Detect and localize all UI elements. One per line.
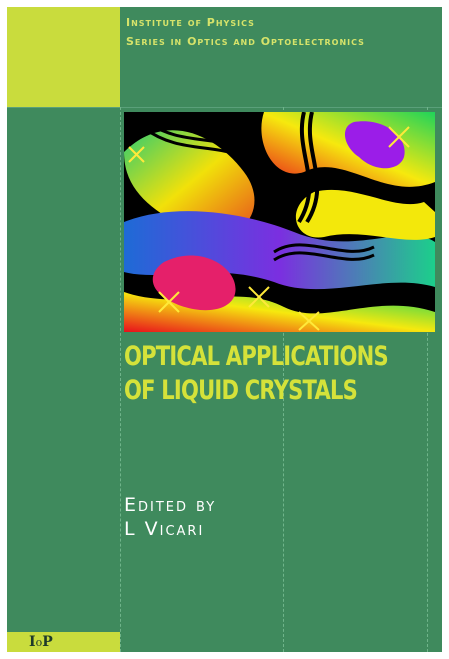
book-cover: Institute of Physics Series in Optics an… xyxy=(7,7,442,652)
edited-by-label: Edited by xyxy=(124,494,217,516)
book-title: OPTICAL APPLICATIONS OF LIQUID CRYSTALS xyxy=(124,340,389,408)
series-band xyxy=(120,7,442,107)
lime-corner-block xyxy=(7,7,120,107)
title-line-1: OPTICAL APPLICATIONS xyxy=(124,341,389,372)
series-heading: Institute of Physics Series in Optics an… xyxy=(126,13,365,51)
editor-name: L Vicari xyxy=(124,518,205,540)
divider-line xyxy=(427,107,429,652)
publisher-strip: IoP xyxy=(7,632,120,652)
editor-block: Edited by L Vicari xyxy=(124,493,216,541)
cover-art-svg xyxy=(124,112,435,332)
iop-logo-icon: IoP xyxy=(29,634,53,650)
title-line-2: OF LIQUID CRYSTALS xyxy=(124,375,358,406)
divider-line xyxy=(120,107,122,652)
header-divider xyxy=(7,107,442,108)
series-name: Series in Optics and Optoelectronics xyxy=(126,35,365,48)
liquid-crystal-texture-image xyxy=(124,112,435,332)
divider-line xyxy=(283,107,285,652)
publisher-name: Institute of Physics xyxy=(126,16,255,29)
